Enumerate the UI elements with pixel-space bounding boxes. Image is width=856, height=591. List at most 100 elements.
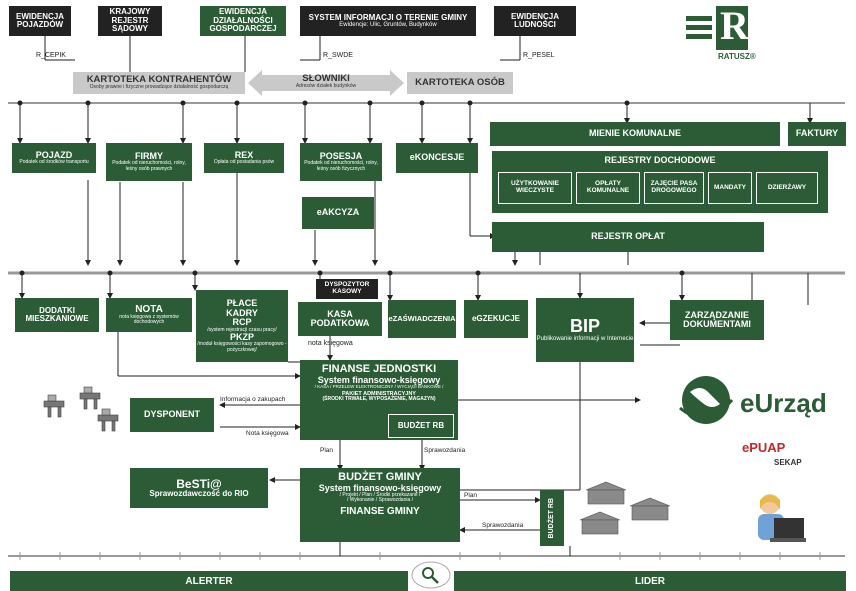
besti-sub: Sprawozdawczość do RIO: [149, 489, 249, 499]
slowniki-sub: Adresów działek budynków: [295, 83, 357, 90]
rejestr-oplat-box: REJESTR OPŁAT: [492, 222, 764, 252]
dysponent-nota-label: Nota księgowa: [246, 430, 289, 437]
finanse-budzet-rb-box: BUDŻET RB: [388, 414, 454, 438]
eakcyza-box: eAKCYZA: [302, 197, 374, 229]
r-pesel-label: R_PESEL: [523, 52, 555, 59]
kasa-podatkowa-label: KASA PODATKOWA: [310, 308, 370, 328]
uzytkowanie-box: UŻYTKOWANIE WIECZYSTE: [498, 172, 572, 204]
globe-icon: [679, 376, 734, 424]
rex-sub: Opłata od posiadania psów: [213, 159, 275, 166]
informacja-label: Informacja o zakupach: [220, 396, 286, 403]
budzet-rb-vertical-label: BUDŻET RB: [548, 497, 556, 539]
ekoncesje-label: eKONCESJE: [409, 152, 465, 163]
ewidencja-pojazdow-label: EWIDENCJA POJAZDÓW: [15, 11, 64, 29]
ekoncesje-box: eKONCESJE: [396, 143, 478, 173]
plan-label: Plan: [320, 447, 334, 454]
budzet-rb-vertical-box: BUDŻET RB: [540, 490, 564, 546]
place-label: PŁACE: [226, 298, 258, 309]
sekap-label: SEKAP: [774, 458, 802, 467]
finanse-gminy-label: FINANSE GMINY: [340, 506, 420, 518]
budzet-line2: / Wykonanie / Sprawozdania /: [346, 497, 414, 504]
dzierzawy-label: DZIERŻAWY: [767, 183, 807, 191]
firmy-label: FIRMY: [135, 151, 163, 162]
sit-subtitle: Ewidencje: Ulic, Gruntów, Budynków: [339, 22, 437, 29]
finanse-line1: / KASA / PRZELEW ELEKTRONICZNY / WYCIĄGI…: [314, 383, 444, 389]
mienie-komunalne-label: MIENIE KOMUNALNE: [589, 128, 681, 139]
egzekucje-label: eGZEKUCJE: [471, 313, 520, 323]
finanse-jednostki-sub: System finansowo-księgowy: [317, 374, 441, 385]
finanse-jednostki-title: FINANSE JEDNOSTKI: [321, 363, 437, 375]
dysponent-box: DYSPONENT: [130, 398, 214, 432]
bip-label: BIP: [569, 316, 600, 337]
pkzp-label: PKZP: [229, 331, 254, 342]
finanse-line3: (ŚRODKI TRWAŁE, WYPOSAŻENIE, MAGAZYN): [322, 396, 436, 403]
krajowy-rejestr-box: KRAJOWY REJESTR SĄDOWY: [98, 6, 162, 36]
dzierzawy-box: DZIERŻAWY: [756, 172, 818, 204]
eakcyza-label: eAKCYZA: [316, 207, 360, 218]
ewidencja-ludnosci-box: EWIDENCJA LUDNOŚCI: [494, 6, 576, 36]
pojazd-sub: Podatek od środków transportu: [19, 159, 89, 166]
lider-bar: LIDER: [454, 571, 846, 591]
r-cepik-label: R_CEPIK: [36, 52, 66, 59]
sprawozdania-right-label: Sprawozdania: [482, 522, 524, 529]
computer-icon: [43, 386, 119, 432]
firmy-sub: Podatek od nieruchomości, rolny, leśny o…: [112, 160, 186, 172]
ezaswiadczenia-box: eZAŚWIADCZENIA: [388, 300, 456, 338]
pkzp-sub: /moduł księgowości kasy zapomogowo - poż…: [197, 341, 287, 353]
slowniki-arrow: [248, 70, 404, 96]
slowniki-title: SŁOWNIKI: [302, 73, 350, 84]
search-icon: [411, 561, 451, 589]
ewidencja-ludnosci-label: EWIDENCJA LUDNOŚCI: [510, 11, 559, 29]
ratusz-logo-text: RATUSZ®: [718, 52, 756, 61]
slowniki-box: SŁOWNIKI Adresów działek budynków: [262, 73, 390, 90]
rejestry-dochodowe-label: REJESTRY DOCHODOWE: [604, 155, 716, 165]
lider-label: LIDER: [635, 575, 665, 587]
uzytkowanie-label: UŻYTKOWANIE WIECZYSTE: [510, 180, 560, 194]
r-swde-label: R_SWDE: [323, 52, 353, 59]
krajowy-rejestr-label: KRAJOWY REJESTR SĄDOWY: [109, 7, 151, 34]
rcp-sub: /system rejestracji czasu pracy/: [207, 326, 277, 333]
bip-sub: Publikowanie informacji w Internecie: [536, 336, 634, 343]
budzet-gminy-sub: System finansowo-księgowy: [318, 482, 442, 493]
oplaty-komunalne-box: OPŁATY KOMUNALNE: [576, 172, 640, 204]
kartoteka-kontrahentow: KARTOTEKA KONTRAHENTÓW Osoby prawne i fi…: [73, 72, 245, 94]
plan-right-label: Plan: [464, 492, 478, 499]
dyspozytor-kasowy-box: DYSPOZYTOR KASOWY: [316, 279, 378, 299]
finanse-line2: PAKIET ADMINISTRACYJNY: [342, 390, 416, 397]
kartoteka-osob-title: KARTOTEKA OSÓB: [415, 76, 505, 88]
budzet-gminy-box: BUDŻET GMINY System finansowo-księgowy /…: [300, 468, 460, 542]
faktury-box: FAKTURY: [788, 122, 846, 146]
sprawozdania-label: Sprawozdania: [424, 447, 466, 454]
rejestr-oplat-label: REJESTR OPŁAT: [591, 231, 665, 242]
alerter-label: ALERTER: [185, 575, 233, 587]
building-icon: [580, 481, 671, 535]
budzet-gminy-title: BUDŻET GMINY: [338, 471, 422, 483]
zajecie-pasa-box: ZAJĘCIE PASA DROGOWEGO: [644, 172, 704, 204]
pojazd-label: POJAZD: [35, 149, 73, 160]
zarzadzanie-box: ZARZĄDZANIE DOKUMENTAMI: [670, 300, 764, 340]
place-box: PŁACE KADRY RCP /system rejestracji czas…: [196, 290, 288, 362]
dodatki-box: DODATKI MIESZKANIOWE: [15, 298, 99, 332]
dysponent-label: DYSPONENT: [143, 409, 200, 420]
ewidencja-pojazdow-box: EWIDENCJA POJAZDÓW: [9, 6, 71, 36]
rex-label: REX: [234, 149, 254, 160]
mienie-komunalne-box: MIENIE KOMUNALNE: [490, 122, 780, 146]
nota-label: NOTA: [135, 303, 163, 315]
posesja-sub: Podatek od nieruchomości, rolny, leśny o…: [304, 160, 378, 172]
zarzadzanie-label: ZARZĄDZANIE DOKUMENTAMI: [683, 309, 751, 329]
budzet-line1: / Projekt / Plan / Środki przekazane /: [339, 491, 421, 498]
epuap-label: ePUAP: [742, 440, 786, 455]
kartoteka-osob: KARTOTEKA OSÓB: [407, 72, 513, 94]
kasa-podatkowa-box: KASA PODATKOWA: [298, 302, 382, 336]
ezaswiadczenia-label: eZAŚWIADCZENIA: [388, 314, 456, 324]
ratusz-logo: R RATUSZ®: [682, 2, 766, 64]
mandaty-box: MANDATY: [708, 172, 752, 204]
posesja-label: POSESJA: [319, 151, 363, 162]
